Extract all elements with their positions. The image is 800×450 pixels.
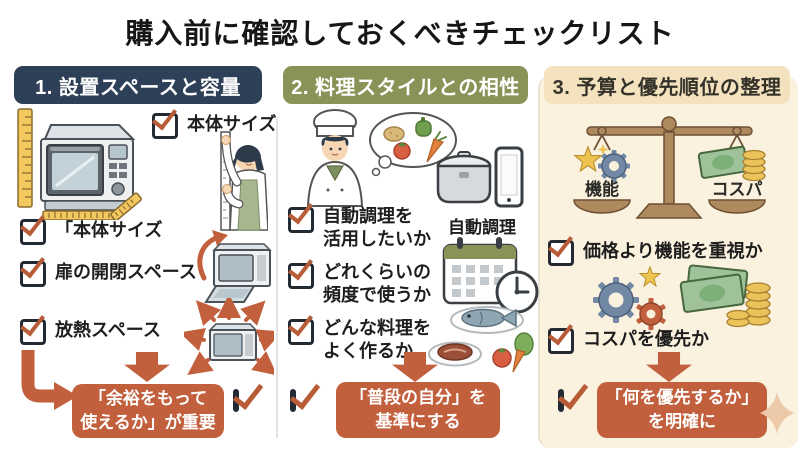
col1-top-check-row: 本体サイズ [152, 113, 276, 139]
col2-item-row: どんな料理を よく作るか [288, 317, 431, 363]
col3-item-1: 価格より機能を重視か [583, 241, 763, 261]
col2-item-2-line2: 頻度で使うか [323, 285, 431, 306]
col2-item-3-line2: よく作るか [323, 341, 413, 362]
col2-item-2-line1: どれくらいの [323, 262, 431, 282]
chef-thinking-icon [306, 109, 457, 207]
col1-item-row: 扉の開閉スペース [20, 261, 197, 287]
column1-header: 1. 設置スペースと容量 [14, 66, 262, 104]
sparkle-icon [760, 392, 794, 434]
col2-item-3: どんな料理を よく作るか [323, 317, 431, 363]
col1-conclusion-line2: 使えるか」が重要 [80, 413, 216, 432]
col1-item-row: 「本体サイズ [20, 219, 162, 245]
col1-item-3: 放熱スペース [55, 320, 161, 340]
col3-conclusion-line1: 「何を優先するか」 [605, 388, 759, 408]
checkbox-icon [20, 261, 46, 287]
corner-arrow-icon [21, 350, 78, 410]
col3-item-row: コスパを優先か [548, 328, 709, 354]
col3-bottom-checkbox-icon [558, 389, 564, 412]
checkbox-icon [20, 319, 46, 345]
col2-conclusion-line2: 基準にする [375, 412, 461, 431]
column3-header: 3. 予算と優先順位の整理 [544, 66, 790, 104]
checkbox-icon [548, 328, 574, 354]
col1-bottom-checkbox-icon [233, 389, 239, 412]
col2-item-row: 自動調理を 活用したいか [288, 205, 431, 251]
column2-header: 2. 料理スタイルとの相性 [283, 66, 528, 104]
col1-conclusion-line1: 「余裕をもって [88, 389, 208, 409]
col2-conclusion-box: 「普段の自分」を 基準にする [336, 382, 500, 438]
col2-item-1-line1: 自動調理を [323, 206, 413, 226]
col1-conclusion-box: 「余裕をもって 使えるか」が重要 [72, 384, 224, 438]
col2-item-1: 自動調理を 活用したいか [323, 205, 431, 251]
woman-measuring-icon [220, 131, 268, 231]
gears-star-icon [593, 265, 666, 330]
down-arrow-icon [124, 352, 170, 382]
col2-bottom-checkbox-icon [290, 389, 296, 412]
col1-top-check-label: 本体サイズ [187, 114, 277, 134]
page-title: 購入前に確認しておくべきチェックリスト [125, 18, 675, 49]
col2-item-row: どれくらいの 頻度で使うか [288, 261, 431, 307]
col1-item-2: 扉の開閉スペース [55, 262, 197, 282]
col1-item-row: 放熱スペース [20, 319, 161, 345]
microwave-open-door-icon [197, 230, 272, 303]
auto-cook-caption: 自動調理 [448, 218, 516, 237]
checkbox-icon [288, 207, 314, 233]
dishes-fish-steak-vegetables-icon [428, 306, 534, 373]
checkbox-icon [548, 240, 574, 266]
scale-left-label: 機能 [585, 179, 619, 199]
col2-item-1-line2: 活用したいか [323, 229, 431, 250]
checkbox-icon [288, 319, 314, 345]
col2-item-3-line1: どんな料理を [323, 318, 431, 338]
checkbox-icon [20, 219, 46, 245]
microwave-heat-vent-icon [184, 298, 274, 376]
col2-conclusion-line1: 「普段の自分」を [350, 388, 486, 408]
col3-conclusion-line2: を明確に [648, 412, 716, 431]
rice-cooker-phone-icon [436, 146, 524, 208]
checkbox-body-size-icon [152, 113, 178, 139]
scale-right-label: コスパ [712, 180, 763, 199]
column-divider [276, 118, 278, 438]
calendar-clock-icon [442, 237, 539, 314]
col3-item-2: コスパを優先か [583, 329, 709, 349]
oven-with-rulers-icon [17, 108, 142, 220]
col2-item-2: どれくらいの 頻度で使うか [323, 261, 431, 307]
col1-item-1: 「本体サイズ [55, 220, 163, 240]
money-coins-icon [679, 264, 771, 328]
col3-conclusion-box: 「何を優先するか」 を明確に [597, 382, 767, 438]
balance-scale-icon: 機能 コスパ [573, 116, 766, 219]
col3-item-row: 価格より機能を重視か [548, 240, 763, 266]
checkbox-icon [288, 263, 314, 289]
